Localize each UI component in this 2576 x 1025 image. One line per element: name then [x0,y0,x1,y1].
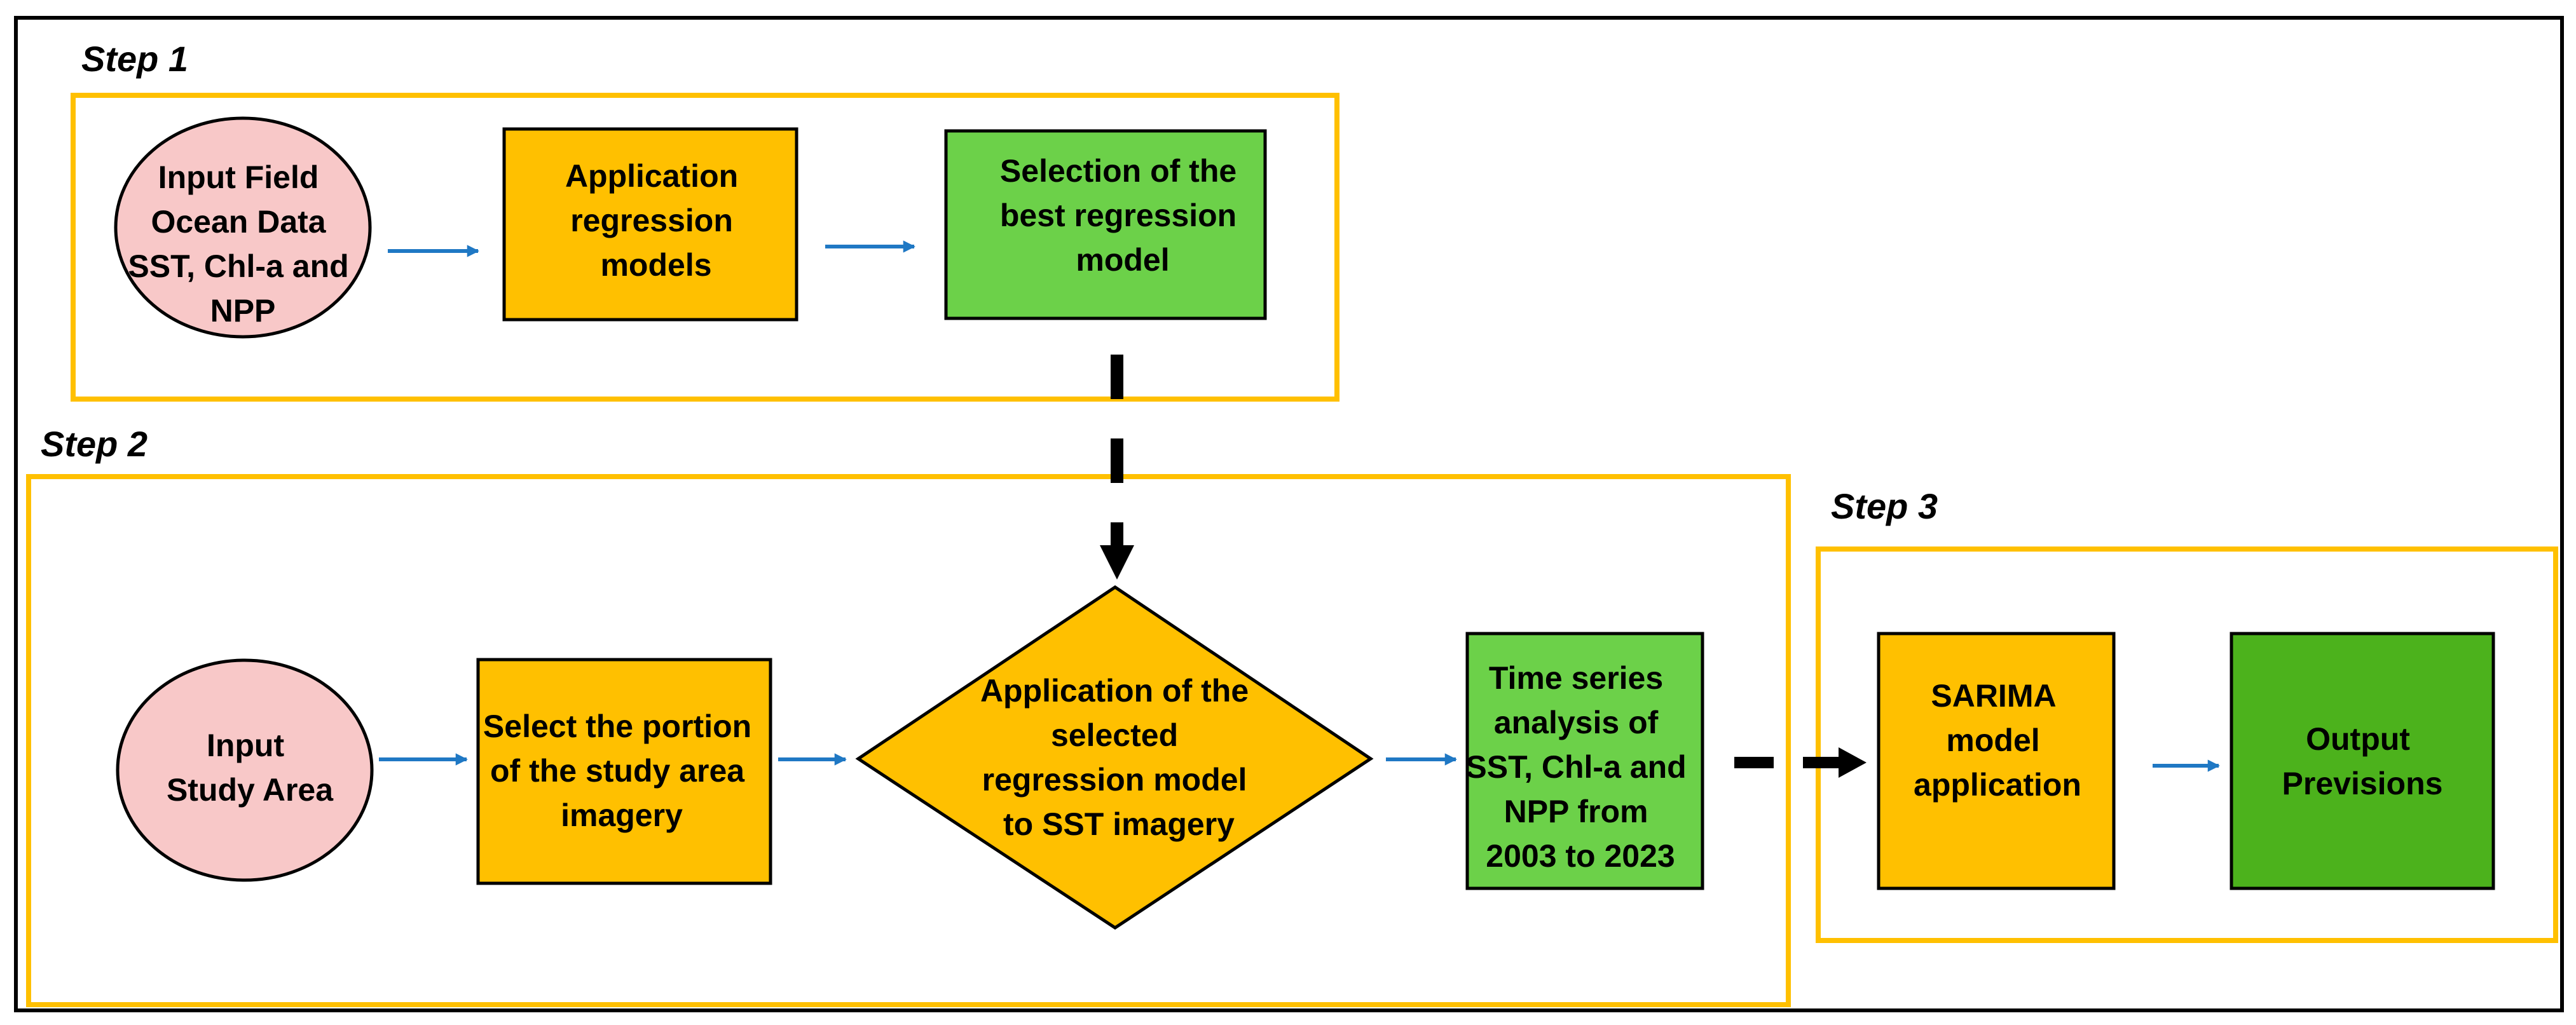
time-series-label: Time series analysis of SST, Chl-a and N… [1465,660,1695,874]
step1-group-box [71,93,1339,402]
output-label: Output Previsions [2282,721,2443,801]
application-selected-diamond [855,585,1374,930]
select-portion-box [476,658,772,885]
step2-label: Step 2 [41,424,147,464]
application-regression-box [502,127,798,322]
sarima-label: SARIMA model application [1914,678,2081,803]
step3-group-box [1816,546,2558,943]
input-study-label: Input Study Area [167,728,334,808]
sarima-box [1877,632,2116,890]
outer-frame [14,16,2564,1012]
dashed-arrow-horizontal-head [1839,747,1867,778]
input-field-ellipse [114,116,372,339]
selection-best-label: Selection of the best regression model [1000,153,1245,278]
step1-label: Step 1 [81,39,188,79]
output-box [2230,632,2495,890]
application-regression-label: Application regression models [565,158,747,283]
step3-label: Step 3 [1831,486,1938,526]
selection-best-box [944,129,1267,320]
select-portion-label: Select the portion of the study area ima… [483,709,760,833]
application-selected-label: Application of the selected regression m… [980,673,1257,842]
step2-group-box [26,474,1791,1007]
input-field-label: Input Field Ocean Data SST, Chl-a and NP… [128,160,357,329]
input-study-ellipse [116,658,374,882]
time-series-box [1465,632,1704,890]
dashed-arrow-vertical-head [1100,545,1134,580]
